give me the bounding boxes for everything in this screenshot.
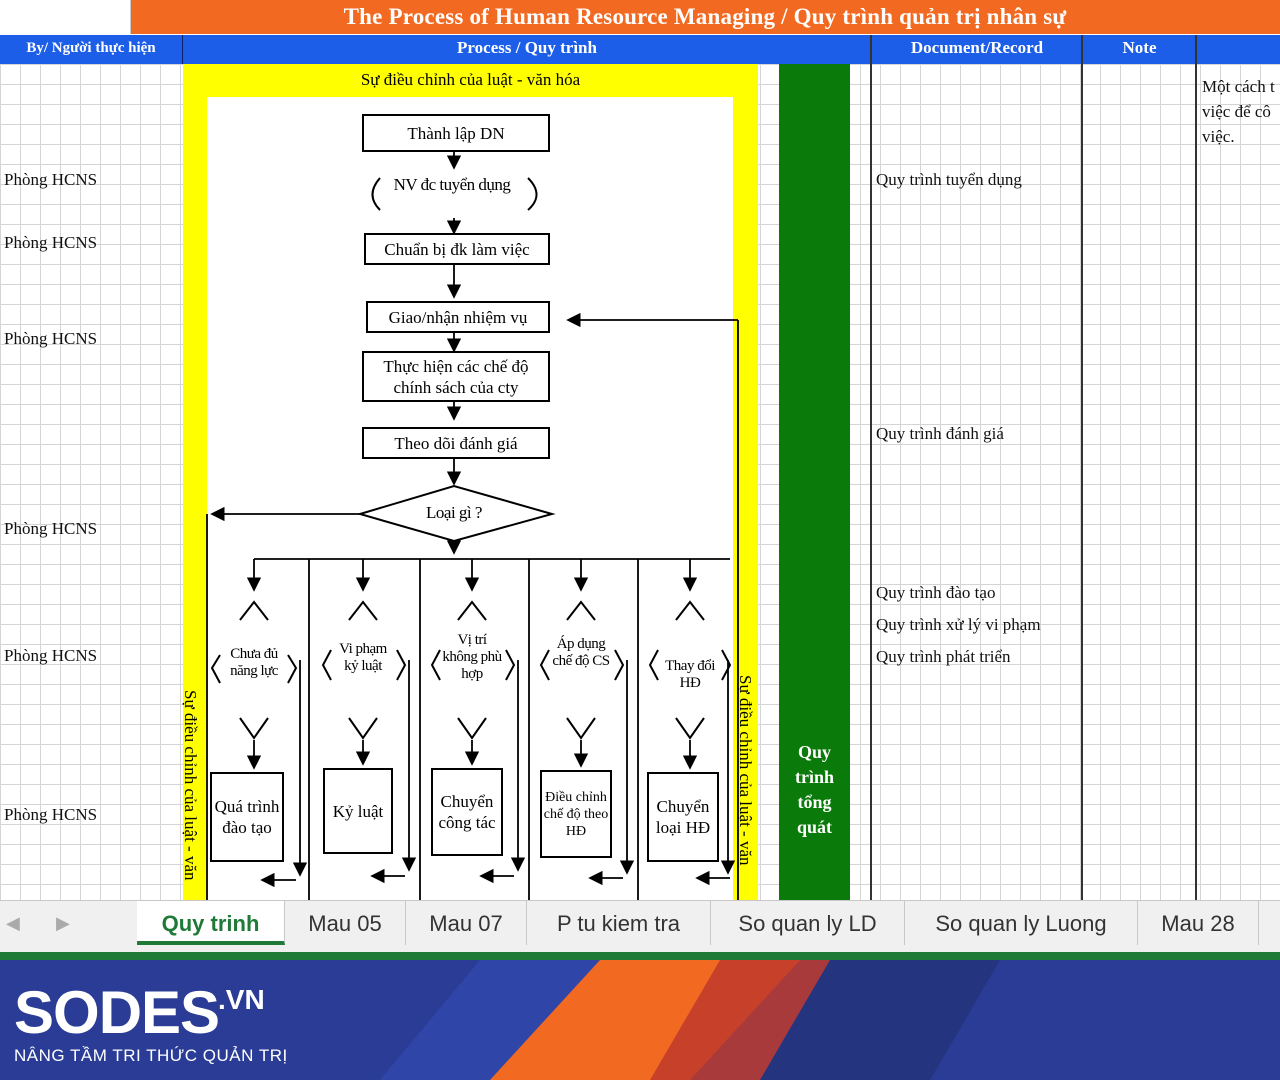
chevron-right-icon[interactable]: ▶ [56,913,70,933]
tab-so-quan-ly-ld[interactable]: So quan ly LD [711,901,905,945]
tab-mau-28[interactable]: Mau 28 [1138,901,1259,945]
step-theo-doi-danh-gia[interactable]: Theo dõi đánh giá [362,427,550,459]
brand-logo: SODES [14,979,220,1046]
document-quy-trinh-xu-ly-vi-pham[interactable]: Quy trình xử lý vi phạm [876,615,1041,634]
condition-ap-dung-che-do-cs[interactable]: Áp dụng chế độ CS [552,636,610,669]
header-row: By/ Người thực hiện Process / Quy trình … [0,35,1280,64]
note-line: Một cách t [1202,77,1275,96]
header-by[interactable]: By/ Người thực hiện [0,35,183,64]
action-ky-luat[interactable]: Kỷ luật [323,768,393,854]
step-chuan-bi-dk-lam-viec[interactable]: Chuẩn bị đk làm việc [364,233,550,265]
empty-cell[interactable] [0,0,131,34]
by-label[interactable]: Phòng HCNS [4,805,98,824]
tab-so-quan-ly-luong[interactable]: So quan ly Luong [905,901,1138,945]
column-border [1195,35,1197,900]
column-border [1081,35,1083,900]
frame-label: Sự điều chỉnh của luật - văn hóa [360,70,581,89]
sheet-title[interactable]: The Process of Human Resource Managing /… [343,4,1067,29]
chevron-left-icon[interactable]: ◀ [6,913,20,933]
flowchart-connectors [206,152,739,900]
action-dieu-chinh-che-do[interactable]: Điều chỉnh chế độ theo HĐ [540,770,612,858]
brand-logo-suffix: .VN [218,984,265,1015]
by-label[interactable]: Phòng HCNS [4,519,98,538]
tab-mau-05[interactable]: Mau 05 [285,901,406,945]
decision-loai-gi[interactable]: Loại gì ? [426,503,482,522]
step-thanh-lap-dn[interactable]: Thành lập DN [362,114,550,152]
by-label[interactable]: Phòng HCNS [4,233,98,252]
sheet-tab-bar: ◀ ▶ Quy trinh Mau 05 Mau 07 P tu kiem tr… [0,900,1280,953]
condition-thay-doi-hd[interactable]: Thay đổi HĐ [665,658,715,691]
condition-chua-du-nang-luc[interactable]: Chưa đủ năng lực [230,646,278,679]
note-line: việc để cô [1202,102,1271,121]
column-border [870,35,872,900]
footer-decoration [380,960,1000,1080]
brand-tagline: NÂNG TẦM TRI THỨC QUẢN TRỊ [14,1046,288,1065]
summary-bar [779,64,850,900]
tab-p-tu-kiem-tra[interactable]: P tu kiem tra [527,901,711,945]
brand-footer: SODES .VN NÂNG TẦM TRI THỨC QUẢN TRỊ [0,960,1280,1080]
condition-vi-pham-ky-luat[interactable]: Vi phạm kỷ luật [339,641,387,674]
sheet-title-row: The Process of Human Resource Managing /… [0,0,1280,34]
tab-accent-line [0,952,1280,960]
step-giao-nhan-nhiem-vu[interactable]: Giao/nhận nhiệm vụ [366,301,550,333]
step-nv-duoc-tuyen-dung[interactable]: NV đc tuyển dụng [393,175,511,194]
summary-label[interactable]: Quy trình tổng quát [794,742,834,837]
by-label[interactable]: Phòng HCNS [4,170,98,189]
document-quy-trinh-tuyen-dung[interactable]: Quy trình tuyển dụng [876,170,1022,189]
condition-vi-tri-khong-phu-hop[interactable]: Vị trí không phù hợp [442,632,502,682]
action-qua-trinh-dao-tao[interactable]: Quá trình đào tạo [210,772,284,862]
document-quy-trinh-danh-gia[interactable]: Quy trình đánh giá [876,424,1004,443]
note-line: việc. [1202,127,1235,146]
action-chuyen-cong-tac[interactable]: Chuyển công tác [431,768,503,856]
note-text[interactable]: Một cách t việc để cô việc. [1202,74,1275,149]
tab-quy-trinh[interactable]: Quy trinh [137,901,285,945]
document-quy-trinh-dao-tao[interactable]: Quy trình đào tạo [876,583,996,602]
action-chuyen-loai-hd[interactable]: Chuyển loại HĐ [647,772,719,862]
step-thuc-hien-che-do[interactable]: Thực hiện các chế độ chính sách của cty [362,351,550,402]
document-quy-trinh-phat-trien[interactable]: Quy trình phát triển [876,647,1011,666]
tab-mau-07[interactable]: Mau 07 [406,901,527,945]
by-label[interactable]: Phòng HCNS [4,646,98,665]
by-label[interactable]: Phòng HCNS [4,329,98,348]
